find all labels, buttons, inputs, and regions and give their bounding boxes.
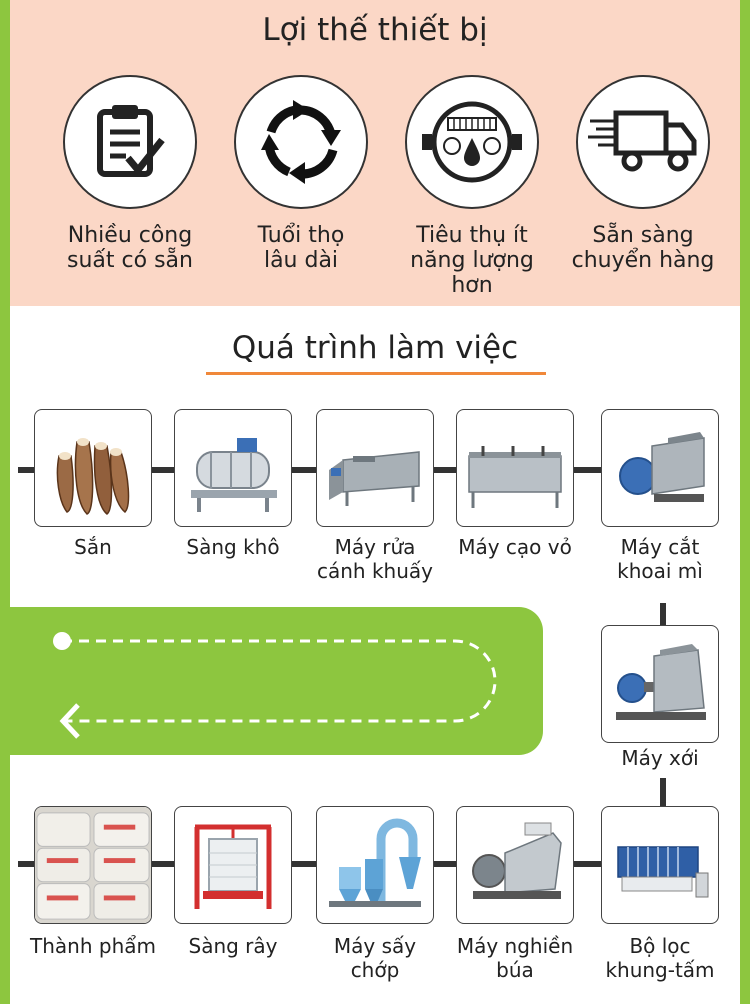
step-label-line1: Sàng khô (186, 535, 280, 559)
step-label-line1: Sàng rây (188, 934, 278, 958)
step-label: Máy cắt khoai mì (585, 535, 735, 583)
step-label: Bộ lọc khung-tấm (585, 934, 735, 982)
step-label-line2: khoai mì (617, 559, 703, 583)
advantage-circle (576, 75, 710, 209)
step-label-line1: Máy cạo vỏ (458, 535, 572, 559)
cassava-icon (56, 438, 130, 515)
advantage-item: Tuổi thọ lâu dài (216, 75, 386, 273)
advantage-circle (63, 75, 197, 209)
advantages-title: Lợi thế thiết bị (262, 12, 488, 48)
advantage-label-line1: Nhiều công (67, 223, 193, 248)
step-label: Sàng khô (158, 535, 308, 559)
step-label-line2: cánh khuấy (317, 559, 433, 583)
step-label: Máy nghiền búa (440, 934, 590, 982)
step-image-peeler (456, 409, 574, 527)
advantage-label-line2: chuyển hàng (571, 248, 715, 273)
process-title: Quá trình làm việc (231, 330, 519, 366)
step-label: Sắn (18, 535, 168, 559)
advantage-label: Nhiều công suất có sẵn (45, 223, 215, 273)
step-label-line2: búa (496, 958, 534, 982)
step-label-line1: Sắn (74, 535, 112, 559)
step-label-line2: chớp (350, 958, 400, 982)
step-image-cassava-cutter (601, 409, 719, 527)
step-label: Sàng rây (158, 934, 308, 958)
hammer-mill-icon (472, 822, 562, 899)
drum-sieve-icon (191, 438, 277, 512)
advantage-circle (405, 75, 539, 209)
step-image-hammer-mill (456, 806, 574, 924)
advantage-label-line2: lâu dài (263, 248, 339, 273)
step-label-line1: Máy xới (621, 746, 699, 770)
title-underline (206, 372, 546, 375)
advantage-label: Tiêu thụ ít năng lượng hơn (387, 223, 557, 298)
flow-connector-vertical (660, 778, 666, 806)
advantage-label: Tuổi thọ lâu dài (216, 223, 386, 273)
cutter-machine-icon (619, 432, 705, 502)
flow-connector-vertical (660, 603, 666, 627)
meter-icon (422, 101, 522, 183)
advantage-label: Sẵn sàng chuyển hàng (558, 223, 728, 273)
step-image-flash-dryer (316, 806, 434, 924)
step-image-dry-sieve (174, 409, 292, 527)
step-image-cassava (34, 409, 152, 527)
advantage-item: Nhiều công suất có sẵn (45, 75, 215, 273)
step-label: Thành phẩm (18, 934, 168, 958)
step-image-finished-product (34, 806, 152, 924)
flour-bags-icon (35, 807, 151, 923)
clipboard-check-icon (97, 105, 165, 177)
advantage-label-line1: Tuổi thọ (257, 223, 345, 248)
step-label: Máy sấy chớp (300, 934, 450, 982)
peeler-machine-icon (468, 446, 562, 508)
step-image-rasper (601, 625, 719, 743)
square-sieve-icon (194, 824, 272, 909)
return-arrow-path (53, 632, 497, 739)
recycle-arrows-icon (261, 100, 341, 184)
step-image-plate-frame-filter (601, 806, 719, 924)
step-label-line1: Thành phẩm (30, 934, 156, 958)
step-label: Máy rửa cánh khuấy (300, 535, 450, 583)
step-label-line1: Máy sấy (333, 934, 417, 958)
advantage-item: Tiêu thụ ít năng lượng hơn (387, 75, 557, 298)
advantage-circle (234, 75, 368, 209)
step-label-line1: Bộ lọc (629, 934, 691, 958)
flow-return-band (0, 607, 543, 755)
advantage-label-line1: Tiêu thụ ít (416, 223, 528, 248)
filter-press-icon (617, 846, 709, 898)
advantage-label-line1: Sẵn sàng (592, 223, 694, 248)
paddle-washer-icon (329, 451, 420, 506)
advantage-item: Sẵn sàng chuyển hàng (558, 75, 728, 273)
step-label: Máy cạo vỏ (440, 535, 590, 559)
advantage-label-line2: năng lượng hơn (410, 248, 534, 298)
delivery-truck-icon (588, 110, 697, 172)
flash-dryer-icon (329, 818, 421, 907)
rasper-machine-icon (616, 644, 706, 720)
step-label-line1: Máy nghiền (456, 934, 574, 958)
step-label: Máy xới (585, 746, 735, 770)
step-label-line1: Máy cắt (620, 535, 700, 559)
step-image-sieve (174, 806, 292, 924)
step-label-line1: Máy rửa (334, 535, 416, 559)
step-label-line2: khung-tấm (605, 958, 715, 982)
advantage-label-line2: suất có sẵn (67, 248, 193, 273)
step-image-paddle-washer (316, 409, 434, 527)
